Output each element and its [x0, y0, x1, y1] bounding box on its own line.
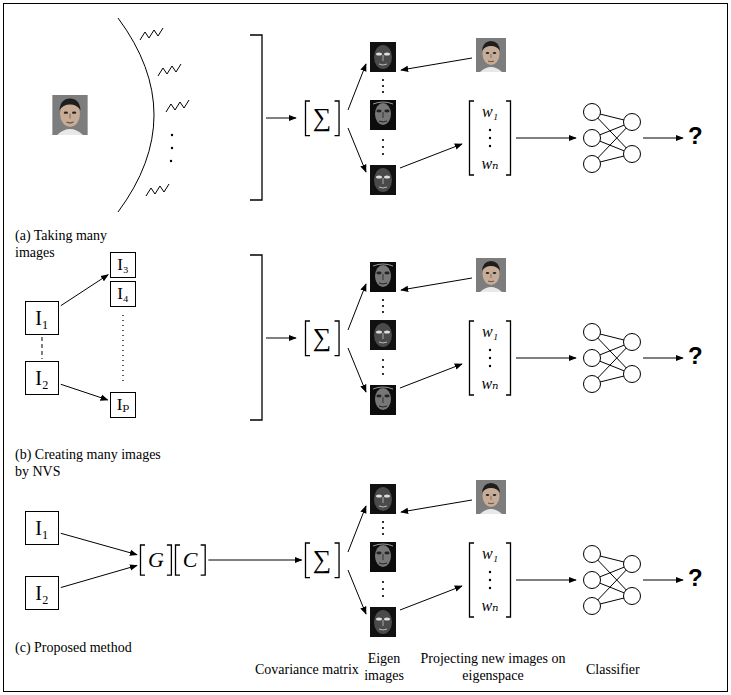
caption-label: (c) Proposed method	[15, 640, 235, 657]
weight-vector: w₁ wₙ	[468, 542, 512, 618]
eigen-images	[370, 42, 396, 637]
vector-dots	[489, 579, 491, 581]
connector	[61, 275, 108, 306]
set-brackets	[250, 35, 262, 420]
left-bracket	[175, 545, 180, 575]
vector-dots	[489, 365, 491, 367]
vector-dots	[489, 357, 491, 359]
weight-vector: w₁ wₙ	[468, 100, 512, 176]
output-mark: ?	[688, 124, 703, 148]
image-box: I₁	[25, 511, 59, 545]
image-box: I₃	[110, 252, 136, 279]
matrix-bracket: C	[174, 544, 207, 576]
caption-label: (a) Taking many images	[15, 228, 133, 262]
vector-dots	[489, 137, 491, 139]
connector	[208, 560, 301, 561]
more-dots	[382, 79, 384, 597]
right-bracket	[334, 543, 339, 578]
image-box: Iₚ	[110, 392, 136, 419]
output-mark: ?	[688, 566, 703, 590]
node-text: I₃	[117, 256, 129, 275]
node-text: I₄	[117, 285, 129, 304]
node-text: wₙ	[481, 375, 498, 393]
connector	[61, 533, 137, 554]
camera-symbols	[140, 28, 189, 196]
image-box: I₄	[110, 281, 136, 308]
connector	[61, 384, 108, 400]
caption-label: Covariance matrix	[255, 662, 359, 679]
node-text: Iₚ	[117, 396, 129, 415]
caption-label: Projecting new images on eigenspace	[418, 651, 568, 685]
right-bracket	[167, 545, 172, 575]
more-dots	[122, 315, 123, 384]
connector	[41, 337, 42, 359]
right-bracket	[506, 321, 511, 395]
node-text: I₁	[35, 307, 49, 329]
vector-dots	[489, 145, 491, 147]
caption-label: (b) Creating many images by NVS	[15, 447, 165, 481]
matrix-bracket: G	[139, 544, 173, 576]
output-mark: ?	[688, 344, 703, 368]
classifier-network	[584, 104, 641, 615]
right-bracket	[334, 101, 339, 136]
left-bracket	[141, 545, 146, 575]
node-text: w₁	[482, 323, 498, 341]
camera-arc	[118, 18, 154, 212]
vector-dots	[489, 571, 491, 573]
vector-dots	[489, 349, 491, 351]
right-bracket	[200, 545, 205, 575]
node-text: I₁	[35, 517, 49, 539]
matrix-bracket: ∑	[304, 320, 341, 357]
left-bracket	[305, 101, 310, 136]
left-bracket	[470, 101, 475, 175]
connector	[61, 565, 137, 587]
matrix-bracket: ∑	[304, 100, 341, 137]
left-bracket	[305, 543, 310, 578]
node-text: ∑	[313, 324, 332, 353]
node-text: ∑	[313, 104, 332, 133]
right-bracket	[506, 543, 511, 617]
node-text: w₁	[482, 103, 498, 121]
new-face-images	[476, 38, 506, 514]
left-bracket	[470, 321, 475, 395]
node-text: w₁	[482, 545, 498, 563]
image-box: I₂	[25, 576, 59, 610]
right-bracket	[506, 101, 511, 175]
caption-label: Eigen images	[356, 651, 412, 685]
node-text: wₙ	[481, 597, 498, 615]
image-box: I₁	[25, 301, 59, 335]
left-bracket	[305, 321, 310, 356]
node-text: wₙ	[481, 155, 498, 173]
node-text: I₂	[35, 367, 49, 389]
matrix-bracket: ∑	[304, 542, 341, 579]
flow-arrows	[266, 58, 683, 614]
vector-dots	[489, 587, 491, 589]
image-box: I₂	[25, 361, 59, 395]
left-bracket	[470, 543, 475, 617]
subject-face	[52, 95, 87, 135]
vector-dots	[489, 129, 491, 131]
right-bracket	[334, 321, 339, 356]
weight-vector: w₁ wₙ	[468, 320, 512, 396]
node-text: C	[183, 548, 198, 572]
caption-label: Classifier	[586, 662, 640, 679]
frame	[4, 4, 728, 692]
more-dots	[170, 134, 173, 162]
node-text: I₂	[35, 582, 49, 604]
node-text: G	[148, 548, 164, 572]
node-text: ∑	[313, 546, 332, 575]
